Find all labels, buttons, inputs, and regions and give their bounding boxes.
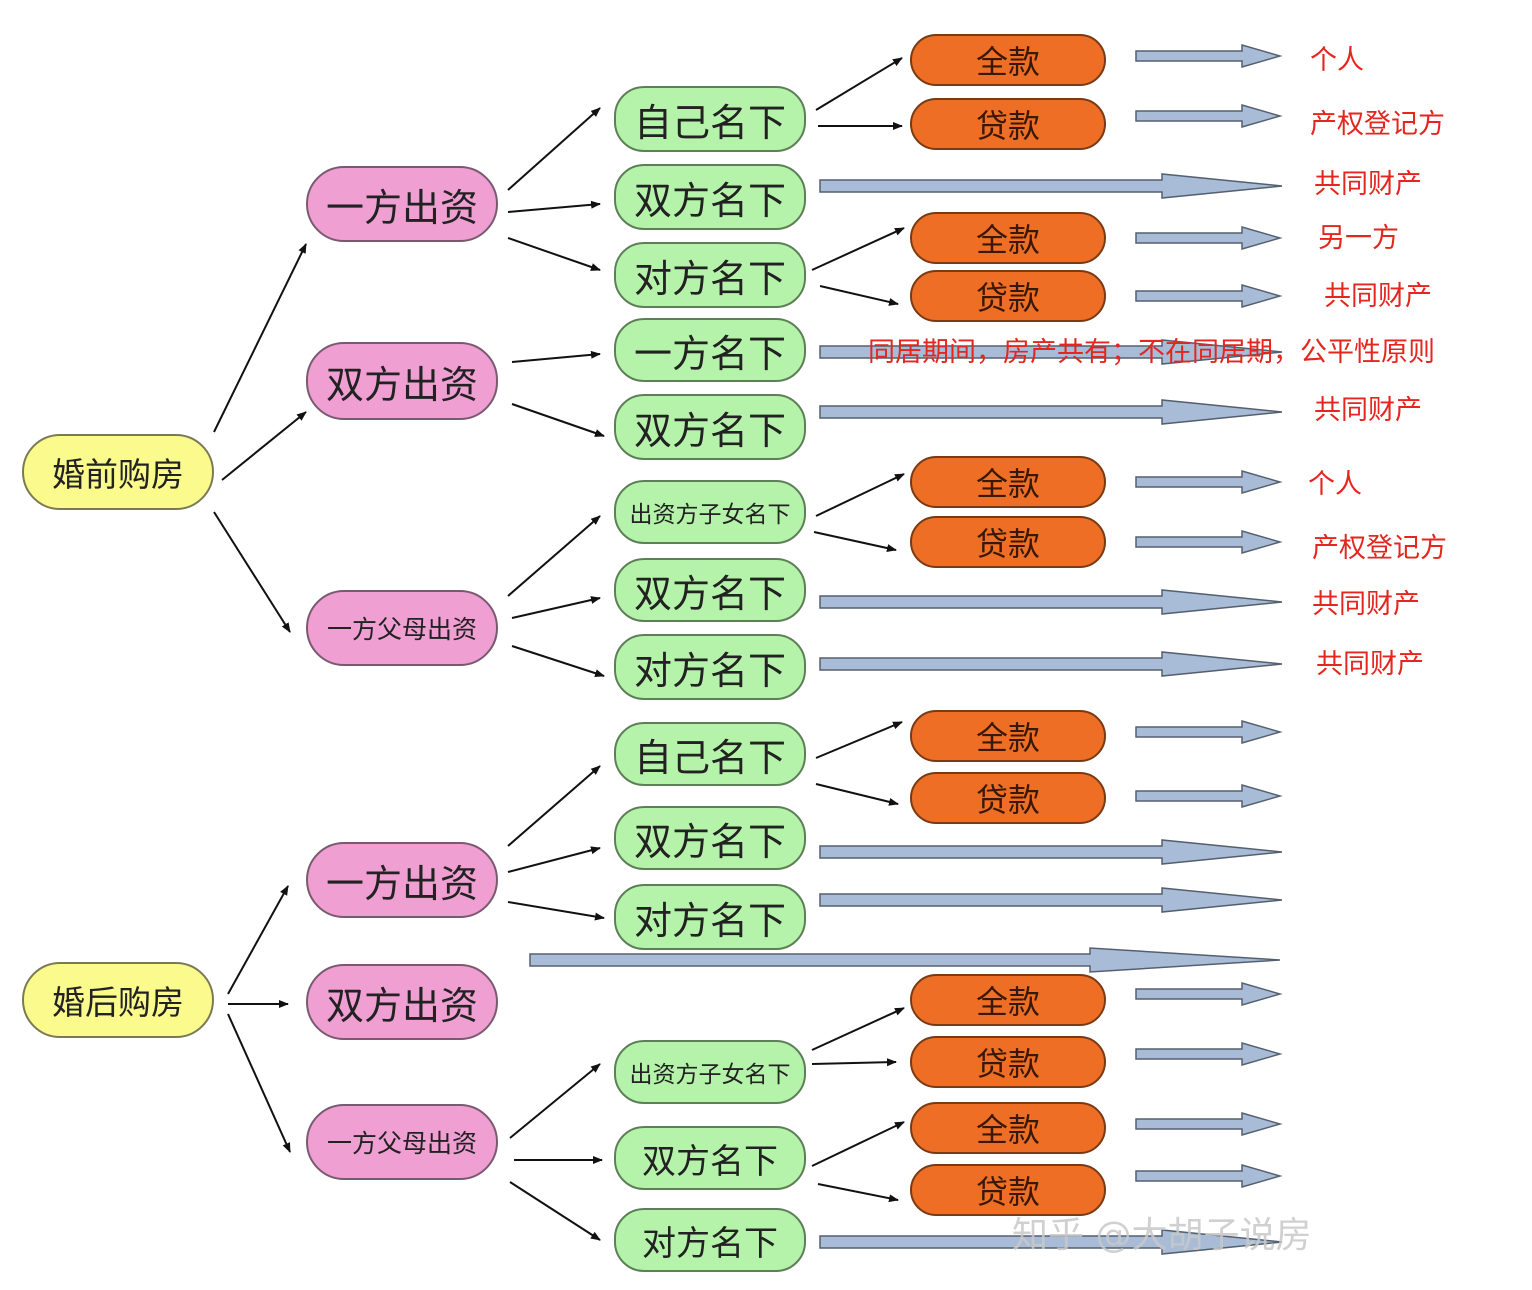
- after-both-names-2: 双方名下: [614, 1126, 806, 1190]
- short-block-arrow: [1135, 1112, 1283, 1136]
- before-both-names-3: 双方名下: [614, 558, 806, 622]
- before-loan-2: 贷款: [910, 270, 1106, 322]
- outcome-other-party: 另一方: [1318, 223, 1399, 254]
- before-other-name-3: 对方名下: [614, 634, 806, 700]
- long-block-arrow: [819, 173, 1283, 199]
- after-loan-1: 贷款: [910, 772, 1106, 824]
- after-full-payment-2: 全款: [910, 974, 1106, 1026]
- before-loan-3: 贷款: [910, 516, 1106, 568]
- after-one-party-pays: 一方出资: [306, 842, 498, 918]
- short-block-arrow: [1135, 982, 1283, 1006]
- connector-arrow: [815, 721, 903, 759]
- watermark: 知乎 @大胡子说房: [1012, 1215, 1312, 1256]
- outcome-joint-property-3: 共同财产: [1314, 395, 1422, 426]
- short-block-arrow: [1135, 284, 1283, 308]
- connector-arrow: [511, 403, 605, 437]
- before-both-pay: 双方出资: [306, 342, 498, 420]
- long-block-arrow: [819, 887, 1283, 913]
- long-block-arrow: [819, 399, 1283, 425]
- connector-arrow: [817, 1183, 899, 1203]
- before-both-names-2: 双方名下: [614, 394, 806, 460]
- outcome-joint-property-5: 共同财产: [1316, 649, 1424, 680]
- connector-arrow: [507, 515, 601, 597]
- after-own-name: 自己名下: [614, 722, 806, 786]
- outcome-cohabitation-rule: 同居期间，房产共有；不在同居期，公平性原则: [868, 337, 1435, 368]
- root-before-marriage: 婚前购房: [22, 434, 214, 510]
- root-after-marriage: 婚后购房: [22, 962, 214, 1038]
- connector-arrow: [511, 596, 601, 619]
- after-loan-3: 贷款: [910, 1164, 1106, 1216]
- before-loan-1: 贷款: [910, 98, 1106, 150]
- connector-arrow: [811, 227, 905, 271]
- connector-arrow: [815, 783, 899, 806]
- before-other-name-1: 对方名下: [614, 242, 806, 308]
- short-block-arrow: [1135, 104, 1283, 128]
- short-block-arrow: [1135, 44, 1283, 68]
- connector-lines: [213, 57, 905, 1241]
- long-block-arrow: [819, 589, 1283, 615]
- short-block-arrow: [1135, 470, 1283, 494]
- after-loan-2: 贷款: [910, 1036, 1106, 1088]
- connector-arrow: [507, 237, 601, 271]
- connector-arrow: [221, 411, 307, 481]
- connector-arrow: [813, 531, 897, 552]
- short-block-arrow: [1135, 226, 1283, 250]
- after-full-payment-1: 全款: [910, 710, 1106, 762]
- before-one-party-pays: 一方出资: [306, 166, 498, 242]
- before-one-parents-pay: 一方父母出资: [306, 590, 498, 666]
- connector-arrow: [507, 846, 601, 873]
- before-full-payment-1: 全款: [910, 34, 1106, 86]
- long-block-arrow: [819, 339, 1283, 365]
- short-block-arrow: [1135, 784, 1283, 808]
- connector-arrow: [507, 901, 605, 921]
- before-full-payment-2: 全款: [910, 212, 1106, 264]
- connector-arrow: [507, 107, 601, 191]
- short-block-arrow: [1135, 530, 1283, 554]
- connector-arrow: [227, 1013, 291, 1153]
- short-block-arrow: [1135, 1042, 1283, 1066]
- connector-arrow: [811, 1121, 905, 1167]
- outcome-joint-property-2: 共同财产: [1324, 281, 1432, 312]
- after-both-names-1: 双方名下: [614, 806, 806, 870]
- outcome-individual-2: 个人: [1308, 469, 1362, 500]
- outcome-individual-1: 个人: [1310, 45, 1364, 76]
- after-payer-child-name: 出资方子女名下: [614, 1040, 806, 1104]
- after-full-payment-3: 全款: [910, 1102, 1106, 1154]
- connector-arrow: [507, 765, 601, 847]
- connector-arrow: [509, 1063, 601, 1139]
- outcome-registered-owner-2: 产权登记方: [1312, 533, 1447, 564]
- connector-arrow: [227, 885, 289, 995]
- after-other-name-1: 对方名下: [614, 884, 806, 950]
- outcome-registered-owner-1: 产权登记方: [1310, 109, 1445, 140]
- after-both-pay: 双方出资: [306, 964, 498, 1040]
- connector-arrow: [511, 350, 601, 363]
- long-block-arrow: [529, 947, 1281, 973]
- before-payer-child-name: 出资方子女名下: [614, 480, 806, 544]
- connector-arrow: [815, 473, 905, 517]
- before-own-name: 自己名下: [614, 86, 806, 152]
- connector-arrow: [811, 1007, 905, 1051]
- connector-arrow: [213, 511, 291, 633]
- short-block-arrow: [1135, 720, 1283, 744]
- long-block-arrow: [819, 1229, 1283, 1255]
- block-arrows: [529, 44, 1283, 1255]
- connector-arrow: [815, 57, 903, 111]
- connector-arrow: [811, 1058, 897, 1067]
- before-both-names-1: 双方名下: [614, 164, 806, 230]
- connector-arrow: [213, 243, 307, 433]
- short-block-arrow: [1135, 1164, 1283, 1188]
- long-block-arrow: [819, 839, 1283, 865]
- outcome-joint-property-1: 共同财产: [1314, 169, 1422, 200]
- connector-arrow: [511, 645, 605, 678]
- long-block-arrow: [819, 651, 1283, 677]
- outcome-joint-property-4: 共同财产: [1312, 589, 1420, 620]
- connector-arrow: [507, 200, 601, 213]
- before-one-name: 一方名下: [614, 318, 806, 382]
- after-other-name-2: 对方名下: [614, 1208, 806, 1272]
- connector-arrow: [509, 1181, 601, 1241]
- before-full-payment-3: 全款: [910, 456, 1106, 508]
- after-one-parents-pay: 一方父母出资: [306, 1104, 498, 1180]
- connector-arrow: [819, 285, 899, 306]
